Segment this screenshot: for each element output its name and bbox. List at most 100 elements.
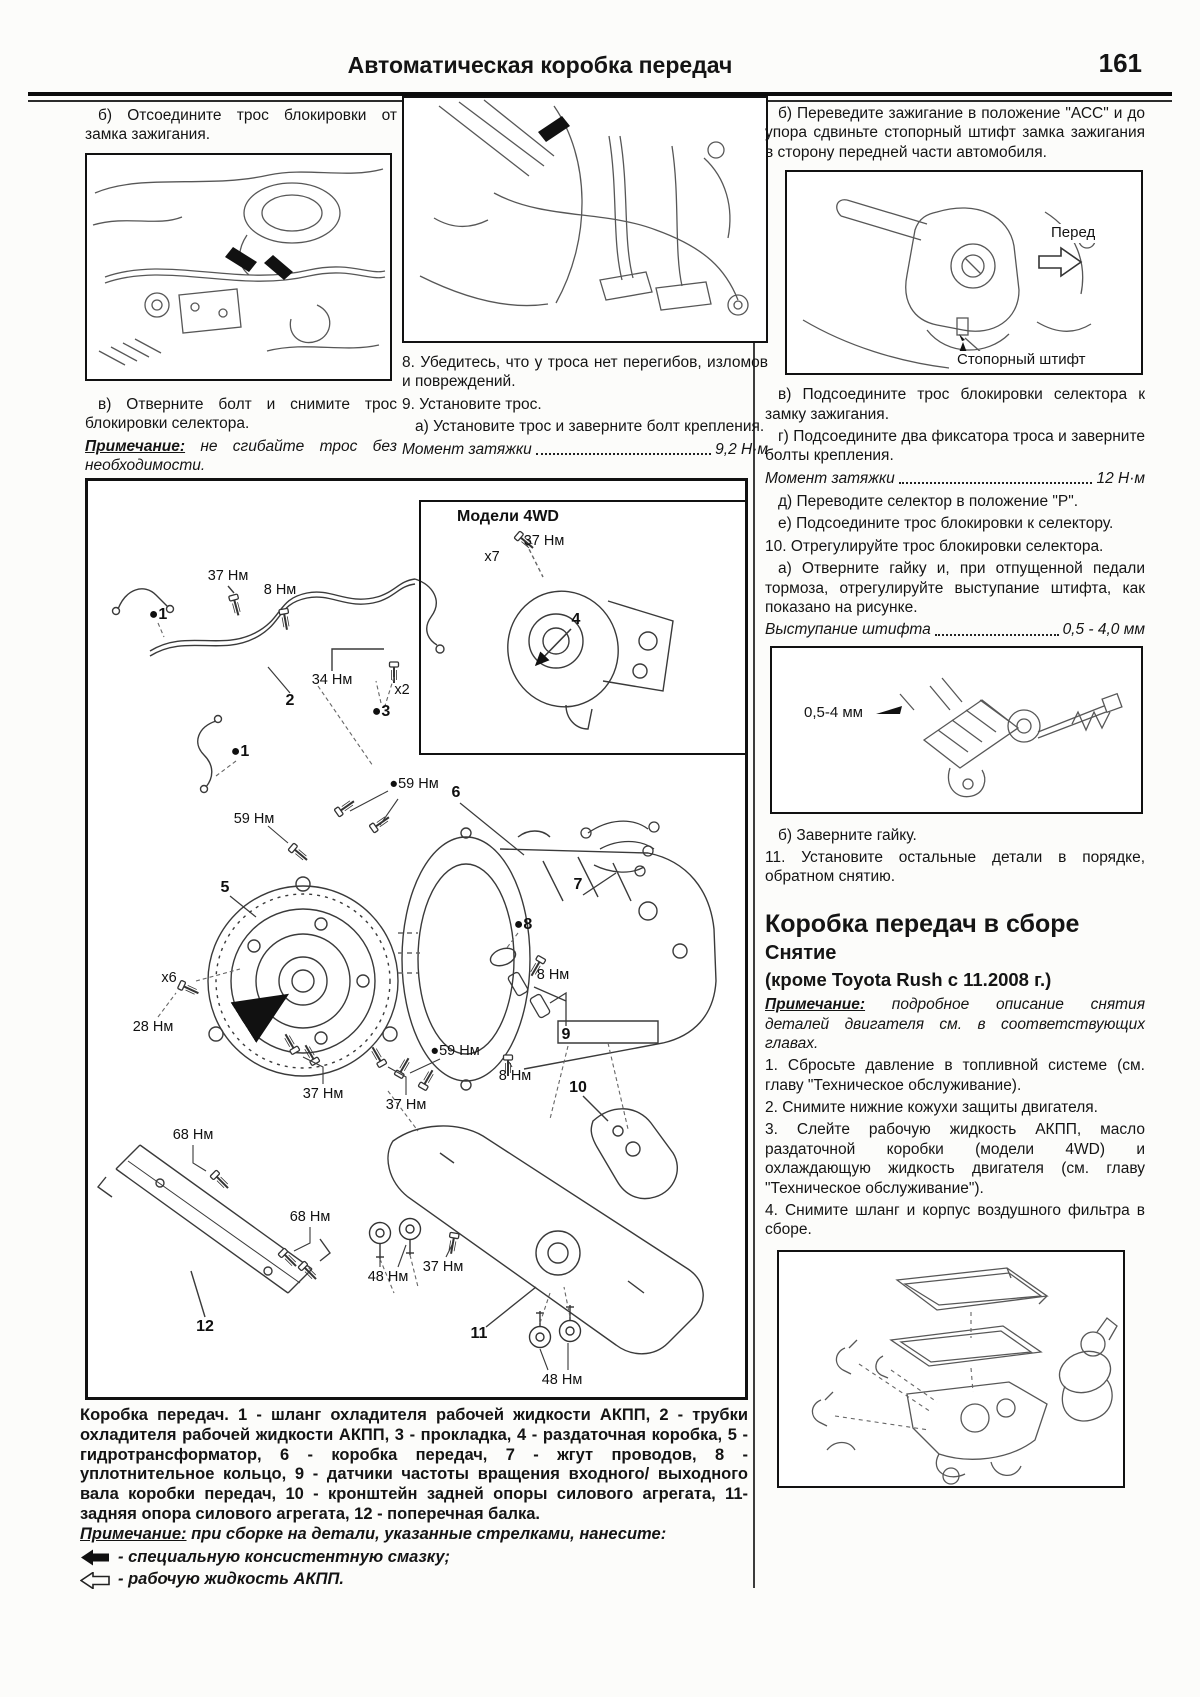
figure-ignition-lock-cable-photo [85,152,392,381]
dotted-leader [934,620,1059,636]
step-paragraph: б) Отсоедините трос блокировки от замка … [85,107,397,144]
figure-pin-adjustment: 0,5-4 мм [770,645,1143,814]
torque-label: 28 Нм [132,1019,174,1035]
assembly-arrow-icon [225,246,293,280]
spec-label: Выступание штифта [765,621,931,639]
torque-spec-line: Момент затяжки 9,2 Н·м [402,440,768,459]
step-paragraph: 10. Отрегулируйте трос блокировки селект… [765,537,1104,555]
pin-arrow-icon [876,705,902,714]
transmission-diagram-art [96,529,717,1371]
torque-label: 68 Нм [172,1127,214,1143]
note-text: при сборке на детали, указанные стрелкам… [186,1524,667,1543]
callout-label: 4 [571,611,581,628]
spec-value: 0,5 - 4,0 мм [1062,621,1145,639]
spec-line: Выступание штифта 0,5 - 4,0 мм [765,620,1145,639]
torque-label: ●59 Нм [389,776,439,792]
note-paragraph: Примечание: не сгибайте трос без необход… [85,437,397,476]
column-separator-rule [753,110,755,1588]
legend-fluid-text: - рабочую жидкость АКПП. [118,1570,344,1589]
torque-spec-label: Момент затяжки [765,469,895,487]
torque-label: 34 Нм [311,672,353,688]
dotted-leader [535,440,712,455]
callout-label: 5 [220,879,230,896]
assembly-arrow-icon [538,116,570,142]
callout-label: Модели 4WD [457,508,559,525]
note-label: Примечание: [765,996,866,1014]
step-paragraph: 4. Снимите шланг и корпус воздушного фил… [765,1201,1145,1239]
torque-label: 8 Нм [498,1068,532,1084]
engine-bay-sketch [92,168,386,366]
figure-air-filter-assembly [777,1249,1125,1488]
ignition-lock-sketch [802,199,1096,369]
step-paragraph: е) Подсоедините трос блокировки к селект… [778,515,1114,533]
torque-label: 68 Нм [289,1209,331,1225]
torque-label: х7 [484,549,500,565]
figure-pedal-cable-photo [402,96,768,343]
callout-label: ●3 [371,703,391,720]
inset-4wd-box [419,500,748,755]
callout-label: 9 [561,1026,571,1043]
step-paragraph: а) Установите трос и заверните болт креп… [415,418,765,436]
note-label: Примечание: [85,437,186,455]
torque-spec-value: 12 Н·м [1096,469,1145,487]
callout-label: 12 [196,1318,214,1335]
note-text: не сгибайте трос без необходимости. [85,437,397,474]
torque-label: х6 [161,970,177,986]
section-subtitle-2: (кроме Toyota Rush с 11.2008 г.) [765,969,1052,990]
page-title: Автоматическая коробка передач [347,52,733,78]
pedal-area-sketch [419,99,749,316]
section-subtitle: Снятие [765,942,837,964]
step-paragraph: 2. Снимите нижние кожухи защиты двигател… [765,1099,1098,1116]
step-paragraph: д) Переводите селектор в положение "Р". [778,493,1079,510]
page-number: 161 [1098,48,1142,78]
torque-spec-value: 9,2 Н·м [715,440,768,458]
dotted-leader [898,469,1093,484]
step-paragraph: в) Отверните болт и снимите трос блокиро… [85,395,397,433]
torque-label: 8 Нм [536,967,570,983]
figure-caption: Коробка передач. 1 - шланг охладителя ра… [80,1406,748,1590]
torque-label: 48 Нм [541,1372,583,1388]
step-paragraph: 11. Установите остальные детали в порядк… [765,849,1145,886]
middle-column: 8. Убедитесь, что у троса нет перегибов,… [402,96,768,463]
torque-label: 59 Нм [233,811,275,827]
step-paragraph: а) Отверните гайку и, при отпущенной пед… [765,560,1145,616]
callout-label: 6 [451,784,461,801]
step-paragraph: г) Подсоедините два фиксатора троса и за… [765,427,1145,465]
caption-text: Коробка передач. 1 - шланг охладителя ра… [80,1406,748,1523]
note-paragraph: Примечание: подробное описание снятия де… [765,995,1145,1053]
front-direction-label: Перед [1049,224,1098,243]
outline-left-arrow-icon [80,1571,110,1589]
step-paragraph: 1. Сбросьте давление в топливной системе… [765,1057,1145,1094]
section-title: Коробка передач в сборе [765,909,1080,938]
torque-label: х2 [394,682,410,698]
callout-label: 2 [285,692,295,709]
step-paragraph: в) Подсоедините трос блокировки селектор… [765,386,1145,423]
step-paragraph: 8. Убедитесь, что у троса нет перегибов,… [402,354,768,391]
lock-pin-label: Стопорный штифт [955,351,1088,370]
callout-label: ●1 [148,606,168,623]
pin-actuator-sketch [876,677,1123,797]
step-paragraph: 3. Слейте рабочую жидкость АКПП, масло р… [765,1121,1145,1197]
callout-label: ●1 [230,743,250,760]
legend-fluid-row: - рабочую жидкость АКПП. [80,1570,748,1590]
figure-ignition-lock-pin: Перед Стопорный штифт [785,170,1143,376]
header-rule-thick [28,92,1172,96]
air-filter-exploded-sketch [811,1266,1118,1485]
torque-label: 37 Нм [523,533,565,549]
callout-label: 10 [569,1079,587,1096]
note-text: подробное описание снятия деталей двигат… [765,996,1145,1052]
caption-note: Примечание: при сборке на детали, указан… [80,1525,748,1545]
pin-gap-label: 0,5-4 мм [802,703,865,723]
torque-spec-line: Момент затяжки 12 Н·м [765,469,1145,488]
legend-grease-text: - специальную консистентную смазку; [118,1547,450,1566]
note-label: Примечание: [80,1524,187,1543]
right-column: б) Переведите зажигание в положение "АСС… [765,104,1145,1488]
torque-label: 37 Нм [422,1259,464,1275]
torque-label: 37 Нм [207,568,249,584]
legend-grease-row: - специальную консистентную смазку; [80,1548,748,1568]
step-paragraph: б) Переведите зажигание в положение "АСС… [765,105,1145,161]
left-column: б) Отсоедините трос блокировки от замка … [85,106,397,478]
